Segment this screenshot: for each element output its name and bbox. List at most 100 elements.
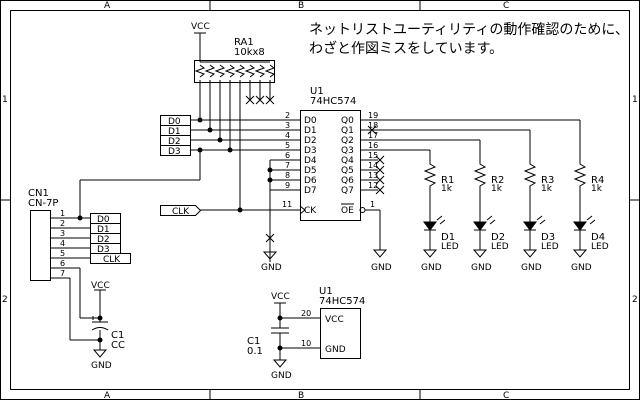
u1-pin-num-8: 8 xyxy=(285,171,290,180)
u1-pin-name-d4: D4 xyxy=(304,156,317,166)
ra1-value: 10kx8 xyxy=(234,47,265,58)
frame-row-1-right: 1 xyxy=(632,95,638,105)
u1-main-part: 74HC574 xyxy=(310,96,356,107)
frame-col-b-bottom: B xyxy=(298,391,304,400)
led-d3 xyxy=(522,215,546,258)
vcc-label-cn1: VCC xyxy=(91,281,110,291)
r4-ref: R4 xyxy=(591,175,604,186)
frame-col-c-top: C xyxy=(503,1,509,11)
vcc-label-c1: VCC xyxy=(271,292,290,302)
frame-row-2-right: 2 xyxy=(632,295,638,305)
cn1-power-wires xyxy=(69,268,109,358)
net-label-d0-top: D0 xyxy=(168,117,181,127)
ra1-ref: RA1 xyxy=(234,37,254,48)
r2-value: 1k xyxy=(491,184,503,194)
cn1-label-d3: D3 xyxy=(97,245,110,255)
u1-power-part: 74HC574 xyxy=(319,296,365,307)
u1-pin-name-q6: Q6 xyxy=(341,176,354,186)
cn1-pin-num-1: 1 xyxy=(60,209,65,218)
resistor-r3 xyxy=(523,160,537,222)
cn1-pin-num-6: 6 xyxy=(60,259,65,268)
net-label-d3-top: D3 xyxy=(168,147,181,157)
c1-junctions xyxy=(277,315,283,351)
u1-main-ref: U1 xyxy=(310,86,324,97)
cn1-pin-num-2: 2 xyxy=(60,219,65,228)
u1-pin-num-14: 14 xyxy=(368,161,378,170)
u1-pin-num-12: 12 xyxy=(368,181,378,190)
cn1-pin-num-3: 3 xyxy=(60,229,65,238)
u1-pin-name-d2: D2 xyxy=(304,136,317,146)
u1-pin-name-d7: D7 xyxy=(304,186,317,196)
gnd-label-d2: GND xyxy=(471,263,492,273)
resistor-r2 xyxy=(473,160,487,222)
gnd-label-u1-ck: GND xyxy=(261,263,282,273)
u1-pin-num-17: 17 xyxy=(368,131,378,140)
u1-power-pin-num-20: 20 xyxy=(301,309,311,318)
u1-pin-num-19: 19 xyxy=(368,111,378,120)
c1-decoupling xyxy=(271,302,320,368)
cn1-ref: CN1 xyxy=(28,188,49,199)
u1-power-pin-num-10: 10 xyxy=(301,339,311,348)
u1-pin-num-7: 7 xyxy=(285,161,290,170)
inner-frame xyxy=(10,10,630,390)
u1-pin-name-d5: D5 xyxy=(304,166,317,176)
u1-pin-num-11: 11 xyxy=(282,200,292,209)
note-line-1: ネットリストユーティリティの動作確認のために、 xyxy=(309,22,629,38)
u1-main-body xyxy=(300,110,361,221)
d3-value: LED xyxy=(541,242,559,252)
u1-pin-num-15: 15 xyxy=(368,151,378,160)
u1-pin-num-5: 5 xyxy=(285,141,290,150)
cn1-label-d0: D0 xyxy=(97,215,110,225)
c1-01-ref: C1 xyxy=(247,336,260,347)
u1-main-gnd xyxy=(262,233,278,262)
u1-pin-num-13: 13 xyxy=(368,171,378,180)
resistor-r1 xyxy=(423,160,437,222)
resistor-r4 xyxy=(573,160,587,222)
cn1-pin-num-4: 4 xyxy=(60,239,65,248)
c1-cc-value: CC xyxy=(111,340,125,351)
u1-power-ref: U1 xyxy=(319,286,333,297)
u1-pin-name-oe: OE xyxy=(341,206,354,216)
r1-value: 1k xyxy=(441,184,453,194)
d1-ref: D1 xyxy=(441,232,455,243)
u1-main-left-pins xyxy=(269,159,300,258)
r3-ref: R3 xyxy=(541,175,554,186)
d4-value: LED xyxy=(591,242,609,252)
u1-pin-num-6: 6 xyxy=(285,151,290,160)
r2-ref: R2 xyxy=(491,175,504,186)
u1-pin-name-q2: Q2 xyxy=(341,136,354,146)
frame-col-c-bottom: C xyxy=(503,391,509,400)
d3-ref: D3 xyxy=(541,232,555,243)
u1-pin-num-1: 1 xyxy=(370,200,375,209)
gnd-label-d4: GND xyxy=(571,263,592,273)
u1-pin-num-18: 18 xyxy=(368,121,378,130)
frame-row-1-left: 1 xyxy=(2,95,8,105)
u1-pin-name-d0: D0 xyxy=(304,116,317,126)
u1-pin-name-q5: Q5 xyxy=(341,166,354,176)
u1-power-body xyxy=(320,308,361,359)
cn1-part: CN-7P xyxy=(28,198,58,209)
cn1-label-d2: D2 xyxy=(97,235,110,245)
gnd-label-d3: GND xyxy=(521,263,542,273)
cn1-pin-num-7: 7 xyxy=(60,269,65,278)
gnd-label-oe: GND xyxy=(371,263,392,273)
u1-pin-num-9: 9 xyxy=(285,181,290,190)
clk-net xyxy=(160,205,300,216)
u1-pin-name-q3: Q3 xyxy=(341,146,354,156)
u1-pin-num-16: 16 xyxy=(368,141,378,150)
d4-ref: D4 xyxy=(591,232,605,243)
d2-value: LED xyxy=(491,242,509,252)
u1-pin-name-ck: CK xyxy=(304,206,317,216)
oe-gnd xyxy=(359,207,388,258)
cn1-pin-num-5: 5 xyxy=(60,249,65,258)
u1-power-pin-name-gnd: GND xyxy=(325,345,346,355)
cn1-net-label-box xyxy=(90,213,131,264)
c1-cc-ref: C1 xyxy=(111,330,124,341)
vcc-label-ra1: VCC xyxy=(191,22,210,32)
net-label-d1-top: D1 xyxy=(168,127,181,137)
resistor-array-ra1 xyxy=(194,60,276,210)
r3-value: 1k xyxy=(541,184,553,194)
gnd-label-d1: GND xyxy=(421,263,442,273)
